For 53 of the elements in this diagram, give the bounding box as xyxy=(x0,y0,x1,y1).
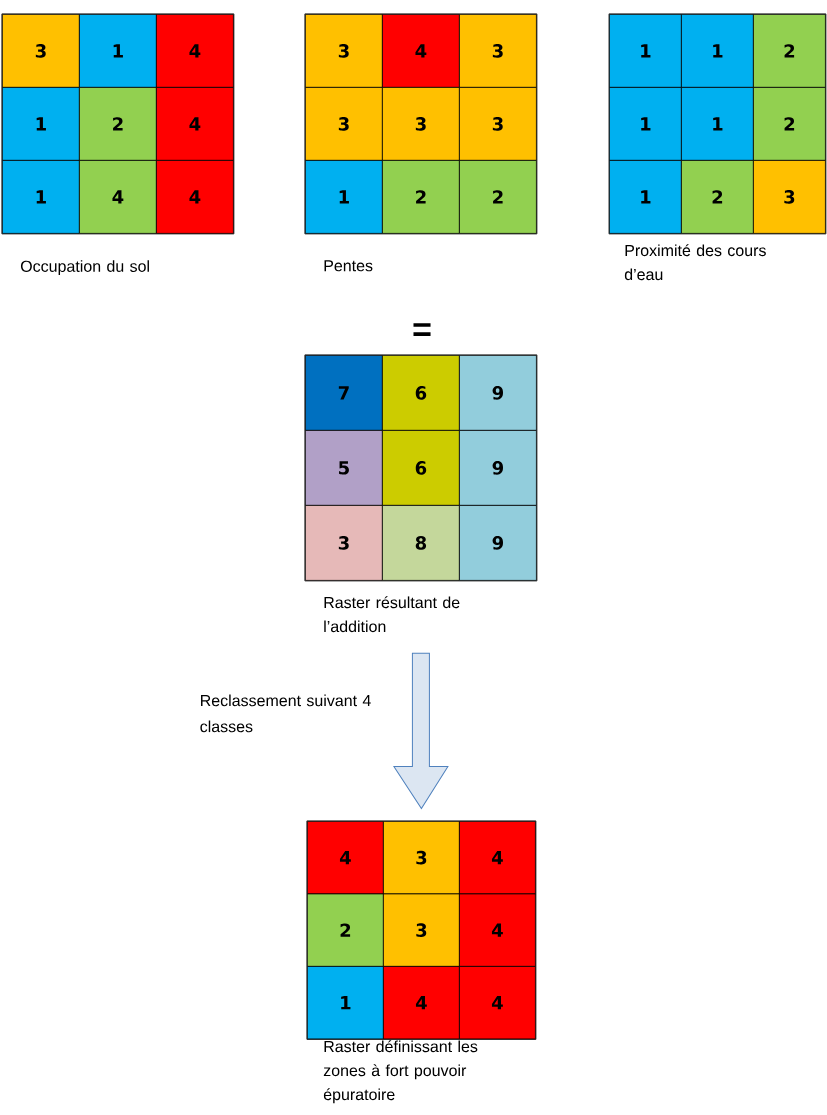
grid-caption: Occupation du sol xyxy=(20,260,149,276)
raster-cell: 8 xyxy=(382,505,460,581)
raster-cell: 3 xyxy=(383,893,460,967)
raster-cell: 4 xyxy=(307,821,384,895)
raster-cell: 9 xyxy=(459,505,537,581)
raster-cell: 2 xyxy=(753,14,826,88)
raster-cell: 3 xyxy=(459,87,537,161)
grid-caption: Raster résultant de l’addition xyxy=(324,596,460,633)
raster-cell: 1 xyxy=(681,87,754,161)
raster-cell: 3 xyxy=(753,160,826,234)
raster-cell: 3 xyxy=(383,821,460,895)
raster-cell: 4 xyxy=(156,87,234,161)
raster-cell: 1 xyxy=(609,14,682,88)
raster-cell: 1 xyxy=(2,160,80,234)
raster-cell: 6 xyxy=(382,430,460,506)
raster-cell: 4 xyxy=(382,14,460,88)
raster-cell: 3 xyxy=(459,14,537,88)
raster-cell: 1 xyxy=(307,966,384,1040)
raster-cell: 2 xyxy=(79,87,157,161)
raster-cell: 4 xyxy=(459,893,536,967)
raster-cell: 2 xyxy=(307,893,384,967)
raster-cell: 3 xyxy=(305,505,383,581)
edge-label: Reclassement suivant 4 classes xyxy=(200,694,371,733)
raster-cell: 1 xyxy=(609,87,682,161)
raster-cell: 4 xyxy=(156,14,234,88)
raster-cell: 2 xyxy=(459,160,537,234)
grid-caption: Proximité des cours d’eau xyxy=(624,244,766,281)
raster-cell: 9 xyxy=(459,355,537,431)
raster-cell: 1 xyxy=(305,160,383,234)
raster-cell: 1 xyxy=(681,14,754,88)
grid-caption: Raster définissant les zones à fort pouvoir épuratoire xyxy=(323,1040,478,1104)
raster-cell: 4 xyxy=(459,821,536,895)
raster-cell: 4 xyxy=(383,966,460,1040)
raster-cell: 5 xyxy=(305,430,383,506)
raster-cell: 3 xyxy=(305,14,383,88)
block-arrow xyxy=(393,652,449,809)
raster-cell: 2 xyxy=(382,160,460,234)
raster-cell: 2 xyxy=(753,87,826,161)
raster-cell: 9 xyxy=(459,430,537,506)
raster-cell: 1 xyxy=(2,87,80,161)
raster-cell: 1 xyxy=(79,14,157,88)
raster-cell: 4 xyxy=(156,160,234,234)
raster-cell: 4 xyxy=(459,966,536,1040)
equals-sign: = xyxy=(413,323,431,336)
raster-cell: 1 xyxy=(609,160,682,234)
grid-caption: Pentes xyxy=(324,260,373,272)
raster-cell: 6 xyxy=(382,355,460,431)
raster-cell: 3 xyxy=(382,87,460,161)
raster-cell: 2 xyxy=(681,160,754,234)
raster-cell: 7 xyxy=(305,355,383,431)
raster-cell: 3 xyxy=(2,14,80,88)
raster-cell: 3 xyxy=(305,87,383,161)
raster-cell: 4 xyxy=(79,160,157,234)
